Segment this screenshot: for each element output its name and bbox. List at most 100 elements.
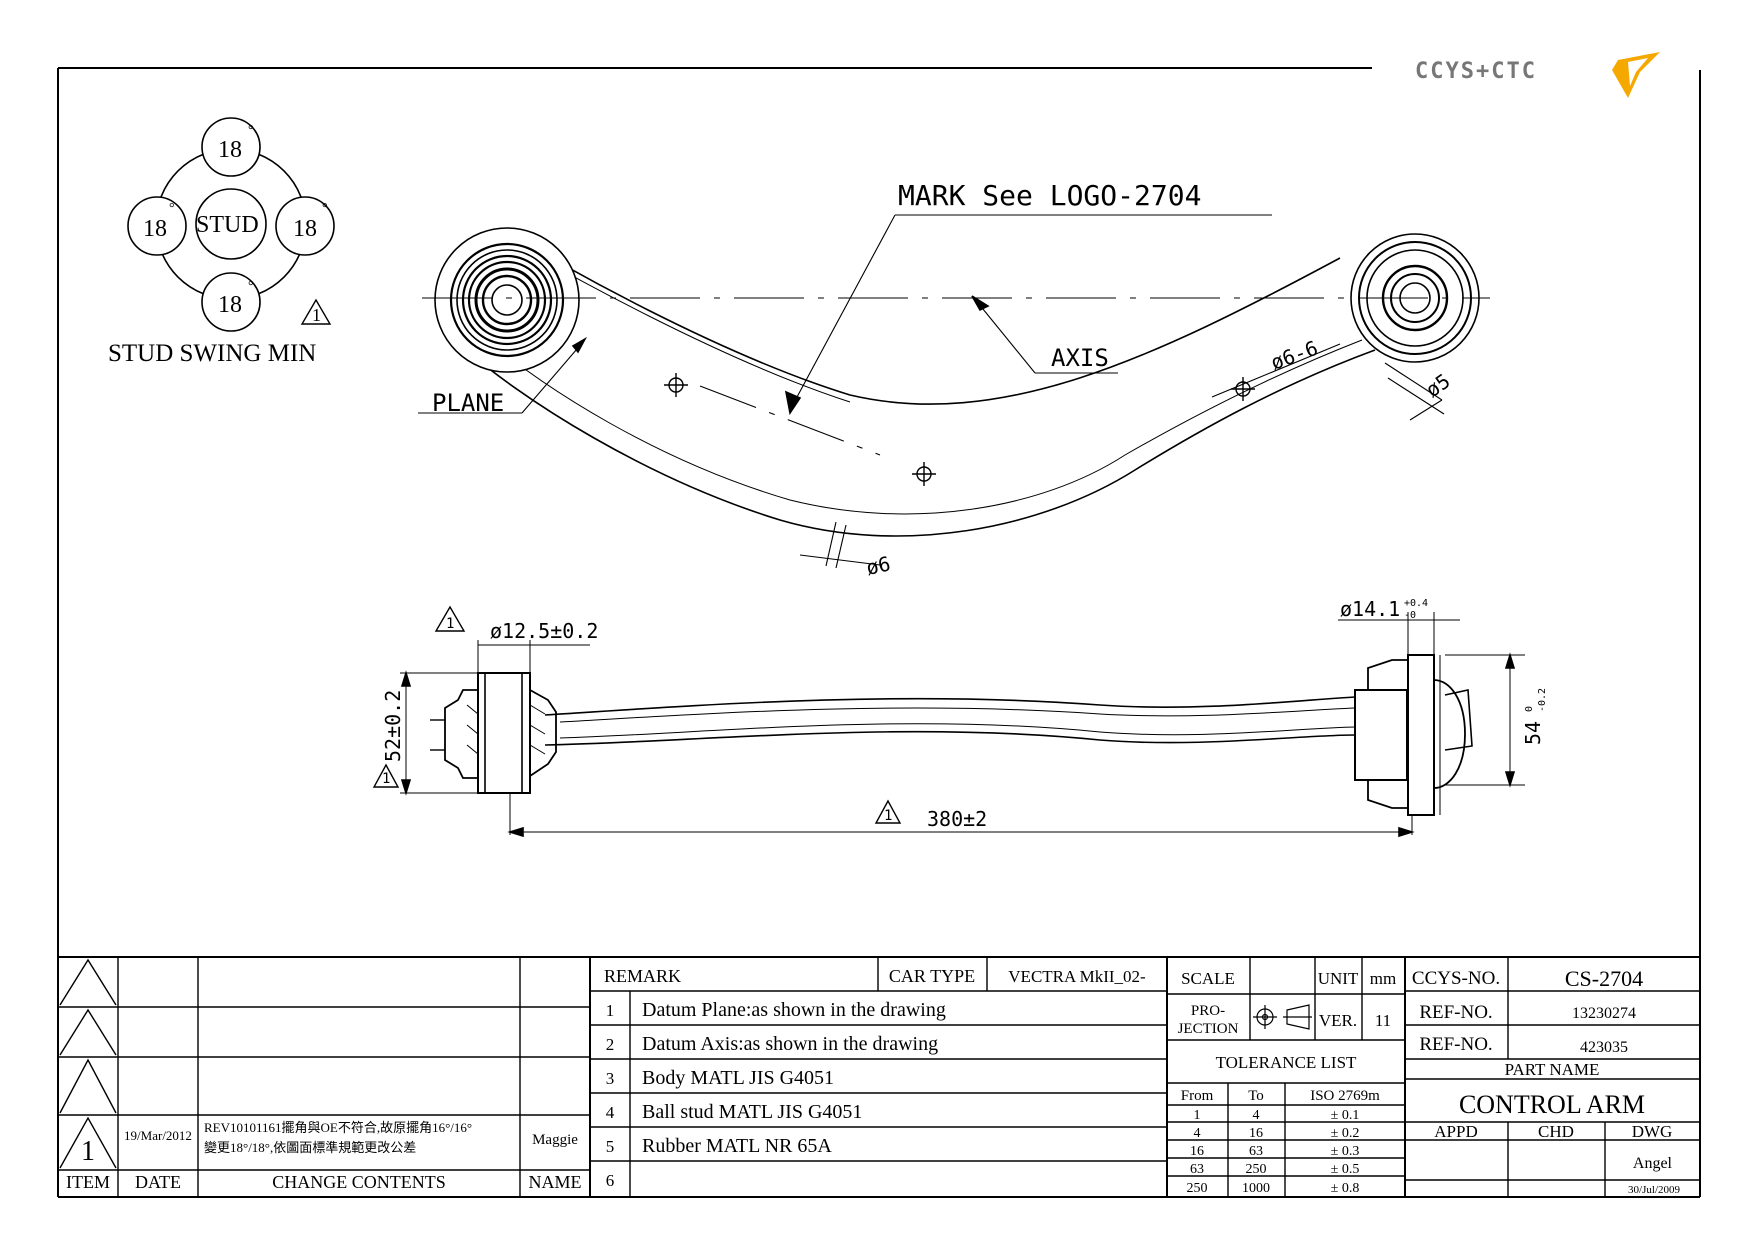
- drawing-text: -0: [1404, 610, 1416, 621]
- company-logo: CCYS+CTC: [1415, 52, 1660, 98]
- drawing-text: °: [169, 201, 175, 216]
- stud-swing-caption: STUD SWING MIN: [108, 340, 316, 367]
- drawing-text: 0: [1524, 706, 1535, 712]
- right-bush-diameter-label: ø14.1: [1340, 597, 1400, 621]
- drawing-text: ± 0.1: [1331, 1108, 1360, 1123]
- item-header: ITEM: [66, 1172, 110, 1192]
- left-height-label: 52±0.2: [381, 690, 405, 762]
- ref-no-value-2: 423035: [1580, 1039, 1628, 1056]
- unit-value: mm: [1370, 969, 1396, 988]
- drawing-text: +0.4: [1404, 598, 1428, 609]
- date-header: DATE: [135, 1172, 181, 1192]
- side-view: [372, 605, 1525, 838]
- ref-no-label-1: REF-NO.: [1419, 1002, 1492, 1023]
- swing-circle-right: [275, 196, 335, 256]
- swing-circle-left: [127, 196, 187, 256]
- drawing-text: 1000: [1242, 1181, 1270, 1196]
- logo-mark-icon: [1612, 52, 1660, 98]
- drawing-text: 2: [606, 1035, 615, 1054]
- car-type-value: VECTRA MkII_02-: [1008, 967, 1146, 986]
- drawing-text: 4: [1194, 1126, 1201, 1141]
- drawing-text: 6: [606, 1171, 615, 1190]
- rev-triangle-icon: [874, 799, 902, 824]
- rev-triangle-icon: [372, 763, 400, 788]
- arm-upper-edge: [499, 227, 1341, 405]
- thickness-right-label: ø5: [1421, 369, 1455, 402]
- drawing-text: 16: [1190, 1144, 1204, 1159]
- rev-contents-line2: 變更18°/18°,依圖面標準規範更改公差: [204, 1140, 416, 1155]
- remark-item-3: Body MATL JIS G4051: [642, 1067, 834, 1089]
- ccys-no-label: CCYS-NO.: [1412, 968, 1500, 989]
- hole-markers: [664, 373, 1255, 486]
- dwg-label: DWG: [1632, 1122, 1673, 1141]
- tolerance-title: TOLERANCE LIST: [1216, 1053, 1357, 1072]
- projection-label-2: JECTION: [1178, 1021, 1239, 1037]
- tolerance-from-header: From: [1181, 1088, 1214, 1104]
- drawing-text: 1: [884, 808, 892, 824]
- drawing-text: 250: [1187, 1181, 1208, 1196]
- rev-triangle-icon: [434, 605, 466, 632]
- rev-triangle-icon: [300, 298, 332, 325]
- ver-value: 11: [1375, 1011, 1391, 1030]
- length-label: 380±2: [927, 807, 987, 831]
- drawing-text: 16: [1249, 1126, 1263, 1141]
- stud-swing-diagram: [127, 117, 335, 332]
- drawing-text: 1: [1194, 1108, 1201, 1123]
- left-bush-diameter-label: ø12.5±0.2: [490, 619, 598, 643]
- stud-label: STUD: [196, 212, 259, 238]
- drawing-text: 5: [606, 1137, 615, 1156]
- ccys-no-value: CS-2704: [1565, 966, 1643, 991]
- rev-name: Maggie: [532, 1132, 578, 1148]
- swing-angle-left: 18: [143, 216, 167, 242]
- logo-text: CCYS+CTC: [1415, 59, 1537, 84]
- drawing-text: 3: [606, 1069, 615, 1088]
- plane-label: PLANE: [432, 389, 504, 417]
- chd-label: CHD: [1538, 1122, 1574, 1141]
- change-contents-header: CHANGE CONTENTS: [272, 1172, 446, 1192]
- drawing-text: ± 0.8: [1331, 1181, 1360, 1196]
- top-view: [418, 214, 1490, 569]
- rod-lower-edge: [544, 730, 1356, 746]
- stud-center-circle: [195, 188, 267, 260]
- drawing-text: 63: [1249, 1144, 1263, 1159]
- remark-item-1: Datum Plane:as shown in the drawing: [642, 999, 946, 1021]
- tolerance-iso-header: ISO 2769m: [1310, 1088, 1380, 1104]
- name-header: NAME: [529, 1172, 582, 1192]
- drawing-text: 4: [606, 1103, 615, 1122]
- mark-callout-label: MARK See LOGO-2704: [898, 179, 1201, 212]
- drawing-text: ± 0.3: [1331, 1144, 1360, 1159]
- axis-label: AXIS: [1051, 344, 1109, 372]
- thickness-bottom-label: ø6: [864, 551, 893, 579]
- rev-date: 19/Mar/2012: [124, 1128, 192, 1143]
- drawing-text: 250: [1246, 1162, 1267, 1177]
- drawn-date: 30/Jul/2009: [1628, 1184, 1680, 1196]
- arm-lower-edge: [454, 339, 1376, 537]
- projection-label-1: PRO-: [1191, 1003, 1225, 1019]
- drawing-text: 63: [1190, 1162, 1204, 1177]
- drawing-text: 1: [446, 616, 454, 632]
- drawing-text: 1: [382, 771, 390, 787]
- remark-item-5: Rubber MATL NR 65A: [642, 1135, 832, 1157]
- drawing-text: ± 0.2: [1331, 1126, 1360, 1141]
- rev-contents-line1: REV10101161擺角與OE不符合,故原擺角16°/16°: [204, 1120, 472, 1135]
- part-name-label: PART NAME: [1505, 1060, 1600, 1079]
- remark-item-4: Ball stud MATL JIS G4051: [642, 1101, 862, 1123]
- rod-upper-edge: [544, 696, 1356, 716]
- drawing-text: °: [322, 201, 328, 216]
- title-block-grid: [58, 956, 1700, 1197]
- scale-label: SCALE: [1181, 969, 1235, 988]
- swing-circle-top: [201, 117, 261, 177]
- drawing-text: -0.2: [1537, 688, 1548, 712]
- unit-label: UNIT: [1318, 969, 1359, 988]
- car-type-label: CAR TYPE: [889, 966, 975, 986]
- swing-circle-bottom: [201, 272, 261, 332]
- remark-header: REMARK: [604, 966, 681, 986]
- part-name-value: CONTROL ARM: [1459, 1090, 1645, 1119]
- projection-symbol-icon: [1253, 1004, 1312, 1030]
- remark-item-2: Datum Axis:as shown in the drawing: [642, 1033, 938, 1055]
- tolerance-to-header: To: [1248, 1088, 1264, 1104]
- drawing-text: ± 0.5: [1331, 1162, 1360, 1177]
- rev-item-number: 1: [81, 1136, 95, 1167]
- drawing-text: °: [248, 279, 254, 294]
